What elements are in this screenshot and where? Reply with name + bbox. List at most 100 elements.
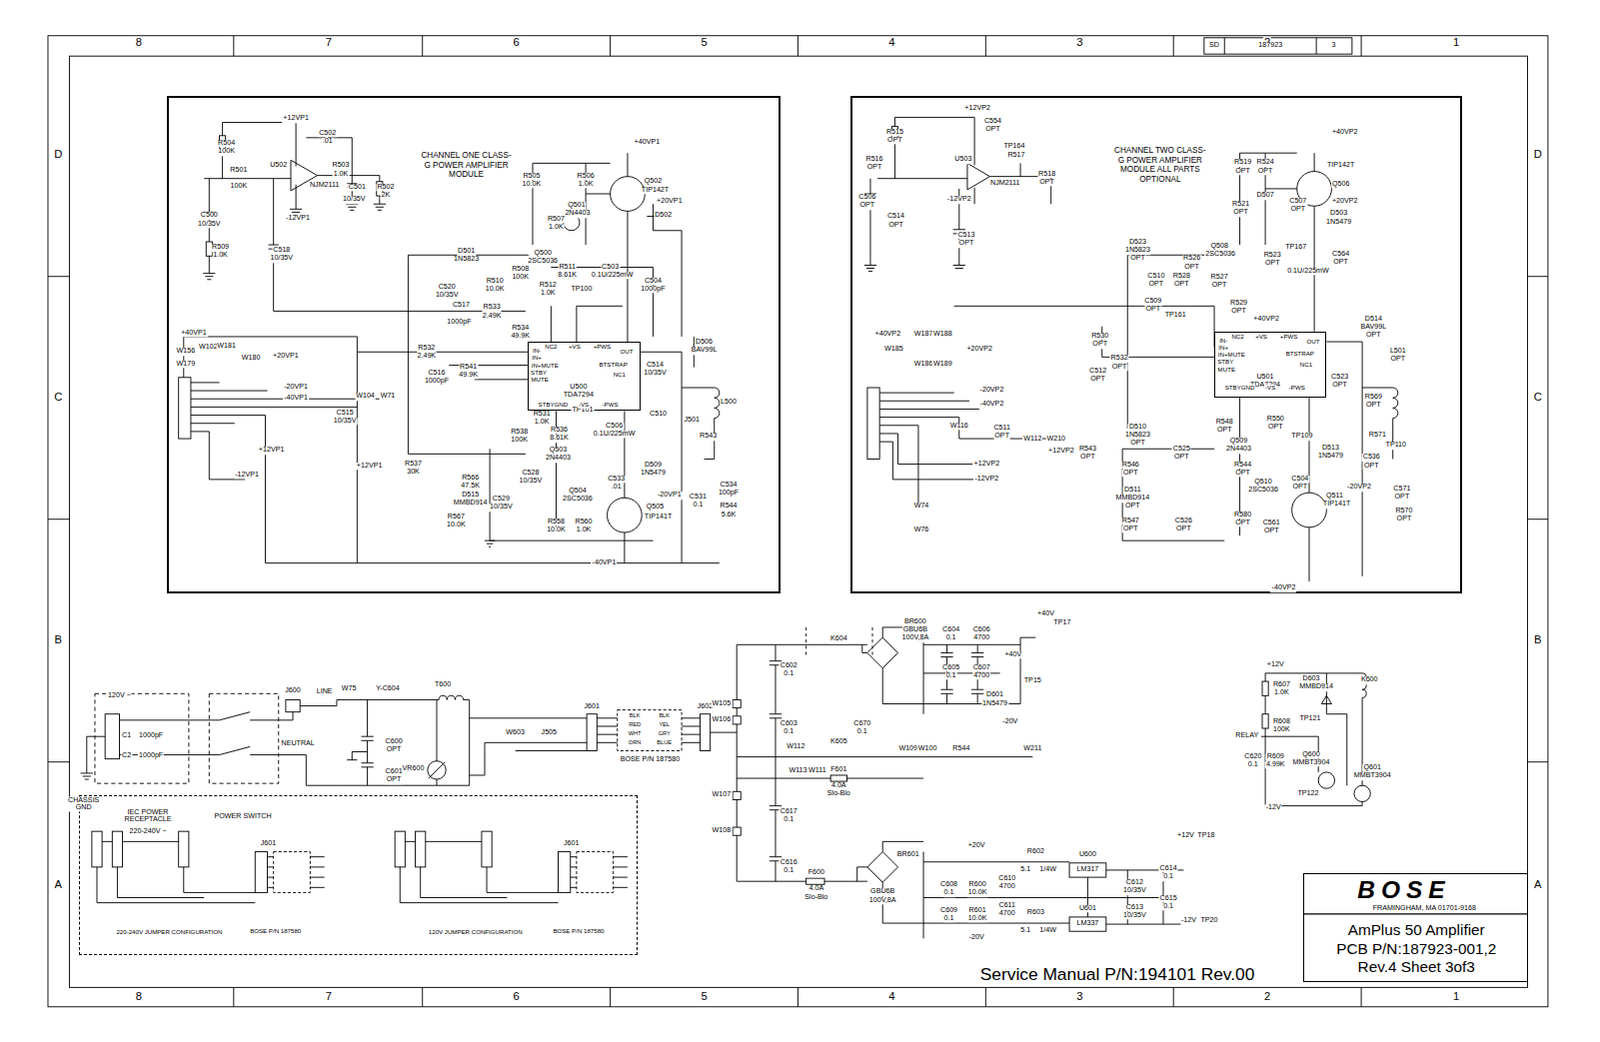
component-label: R580 bbox=[1233, 511, 1253, 520]
component-label: L501 bbox=[1389, 348, 1408, 357]
component-label: OPT bbox=[1230, 308, 1248, 317]
component-label: TIP142T bbox=[1326, 162, 1356, 171]
component-label: OPT bbox=[1122, 525, 1140, 534]
component-label: +12V bbox=[1266, 661, 1286, 670]
component-label: +12V bbox=[1176, 833, 1196, 842]
jumper-configuration-drawing bbox=[91, 831, 628, 903]
component-label: W181 bbox=[215, 342, 237, 351]
component-label: OPT bbox=[385, 747, 403, 756]
component-label: 4700 bbox=[998, 884, 1017, 893]
component-label: R607 bbox=[1272, 681, 1292, 690]
component-label: C554 bbox=[983, 117, 1003, 126]
component-label: OPT bbox=[1291, 483, 1309, 492]
component-label: U502 bbox=[268, 162, 288, 171]
component-label: NJM2111 bbox=[308, 181, 341, 190]
channel-two-circuit bbox=[1292, 492, 1328, 528]
component-label: R533 bbox=[482, 304, 502, 313]
component-label: 2SC5036 bbox=[561, 496, 594, 505]
component-label: 0.1 bbox=[782, 728, 795, 737]
component-label: R544 bbox=[951, 746, 971, 755]
component-label: 1000pF bbox=[137, 752, 164, 761]
component-label: C605 bbox=[941, 664, 961, 673]
component-label: R543 bbox=[1078, 446, 1098, 455]
component-label: R534 bbox=[510, 324, 530, 333]
component-label: OPT bbox=[1389, 356, 1407, 365]
component-label: BAV99L bbox=[1359, 323, 1388, 332]
component-label: 30K bbox=[405, 468, 421, 477]
component-label: 10.0K bbox=[545, 526, 567, 535]
power-supply-circuit bbox=[857, 627, 924, 924]
component-label: W75 bbox=[340, 685, 358, 694]
component-label: W106 bbox=[711, 716, 733, 725]
component-label: 1.0K bbox=[539, 289, 557, 298]
node-text: CHANNEL TWO CLASS-G POWER AMPLIFIER MODU… bbox=[1113, 146, 1208, 185]
component-label: -40VP1 bbox=[591, 559, 618, 568]
component-label: 1N5823 bbox=[1124, 431, 1152, 440]
component-label: Q511 bbox=[1325, 493, 1345, 502]
component-label: 0.1 bbox=[782, 670, 795, 679]
component-label: IEC POWER RECEPTACLE bbox=[116, 808, 178, 824]
component-label: K605 bbox=[829, 739, 849, 748]
component-label: OPT bbox=[984, 125, 1002, 134]
power-supply-circuit bbox=[736, 757, 924, 883]
component-label: +40VP1 bbox=[633, 138, 662, 147]
component-label: C500 bbox=[199, 212, 219, 221]
channel-two-circuit bbox=[1102, 254, 1310, 582]
component-label: +40V bbox=[1036, 610, 1056, 619]
channel-one-circuit bbox=[607, 497, 643, 533]
component-label: 5.1 bbox=[1019, 927, 1032, 936]
component-label: 1.0K bbox=[547, 223, 565, 232]
component-label: GBU6B bbox=[869, 889, 896, 898]
component-label: C600 bbox=[384, 739, 404, 748]
component-label: OPT bbox=[1122, 469, 1140, 478]
component-label: W180 bbox=[240, 355, 262, 364]
component-label: 4700 bbox=[972, 672, 991, 681]
component-label: C514 bbox=[645, 361, 665, 370]
component-label: 1000pF bbox=[423, 377, 450, 386]
component-label: OPT bbox=[859, 202, 877, 211]
channel-one-circuit bbox=[268, 178, 526, 312]
component-label: R527 bbox=[1210, 273, 1230, 282]
component-label: C1 bbox=[120, 732, 132, 741]
component-label: W74 bbox=[913, 503, 931, 512]
grid-reference: A bbox=[52, 879, 62, 892]
component-label: 1/4W bbox=[1038, 927, 1058, 936]
grid-reference: D bbox=[52, 148, 63, 161]
component-label: STBY bbox=[1216, 358, 1235, 365]
component-label: 120V ~ bbox=[106, 693, 132, 702]
component-label: R547 bbox=[1121, 517, 1141, 526]
component-label: 2SC5036 bbox=[1247, 486, 1280, 495]
component-label: MUTE bbox=[529, 376, 549, 383]
component-label: R560 bbox=[573, 518, 593, 527]
component-label: 0.1 bbox=[945, 634, 958, 643]
component-label: 5.6K bbox=[720, 511, 738, 520]
component-label: 2.49K bbox=[415, 353, 437, 362]
component-label: 10/35V bbox=[268, 255, 294, 264]
component-label: C533 bbox=[606, 475, 626, 484]
relay-driver-circuit bbox=[1318, 772, 1335, 789]
jumper-wiring bbox=[254, 852, 267, 894]
component-label: MMBT3904 bbox=[1292, 759, 1332, 768]
power-supply-circuit bbox=[346, 699, 374, 786]
component-label: R569 bbox=[1364, 393, 1384, 402]
component-label: OUT bbox=[1306, 338, 1322, 345]
relay-driver-circuit bbox=[1262, 681, 1269, 696]
component-label: -20VP1 bbox=[656, 491, 683, 500]
component-label: D603 bbox=[1301, 675, 1321, 684]
component-label: C613 bbox=[1125, 904, 1145, 913]
component-label: R548 bbox=[1215, 418, 1235, 427]
component-label: R570 bbox=[1394, 507, 1414, 516]
component-label: Q502 bbox=[643, 177, 663, 186]
component-label: OPT bbox=[1332, 259, 1350, 268]
component-label: R521 bbox=[1231, 200, 1251, 209]
component-label: LINE bbox=[315, 689, 334, 698]
component-label: C603 bbox=[779, 720, 799, 729]
grid-reference: 5 bbox=[699, 991, 708, 1004]
node-text: 220-240V JUMPER CONFIGURATION bbox=[115, 929, 222, 937]
component-label: OPT bbox=[1183, 263, 1201, 272]
component-label: R541 bbox=[458, 363, 478, 372]
component-label: 5.1 bbox=[1019, 866, 1032, 875]
amplifier-module-box: CHANNEL ONE CLASS-G POWER AMPLIFIER MODU… bbox=[166, 95, 781, 594]
component-label: C504 bbox=[1290, 475, 1310, 484]
component-label: 1.0K bbox=[332, 170, 350, 179]
